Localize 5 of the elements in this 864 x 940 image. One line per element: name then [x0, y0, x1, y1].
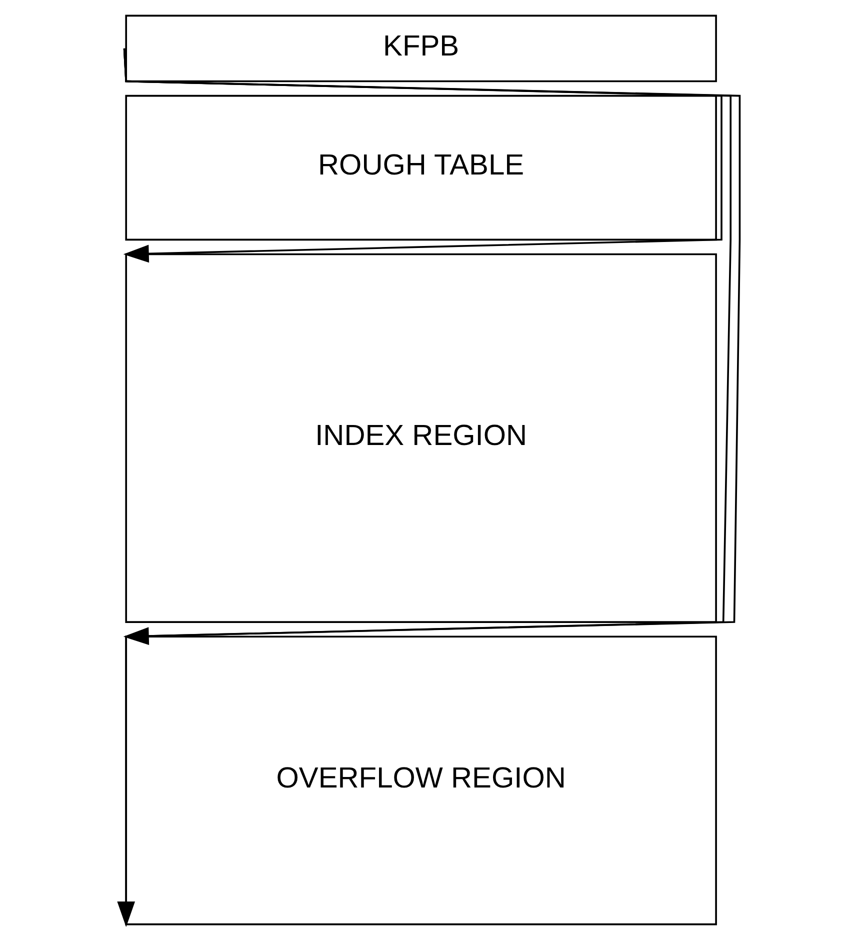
node-box: ROUGH TABLE — [125, 94, 717, 241]
node-box: INDEX REGION — [125, 253, 717, 623]
node-box: KFPB — [125, 14, 717, 82]
arrow — [117, 48, 741, 928]
node-box: OVERFLOW REGION — [125, 636, 717, 926]
